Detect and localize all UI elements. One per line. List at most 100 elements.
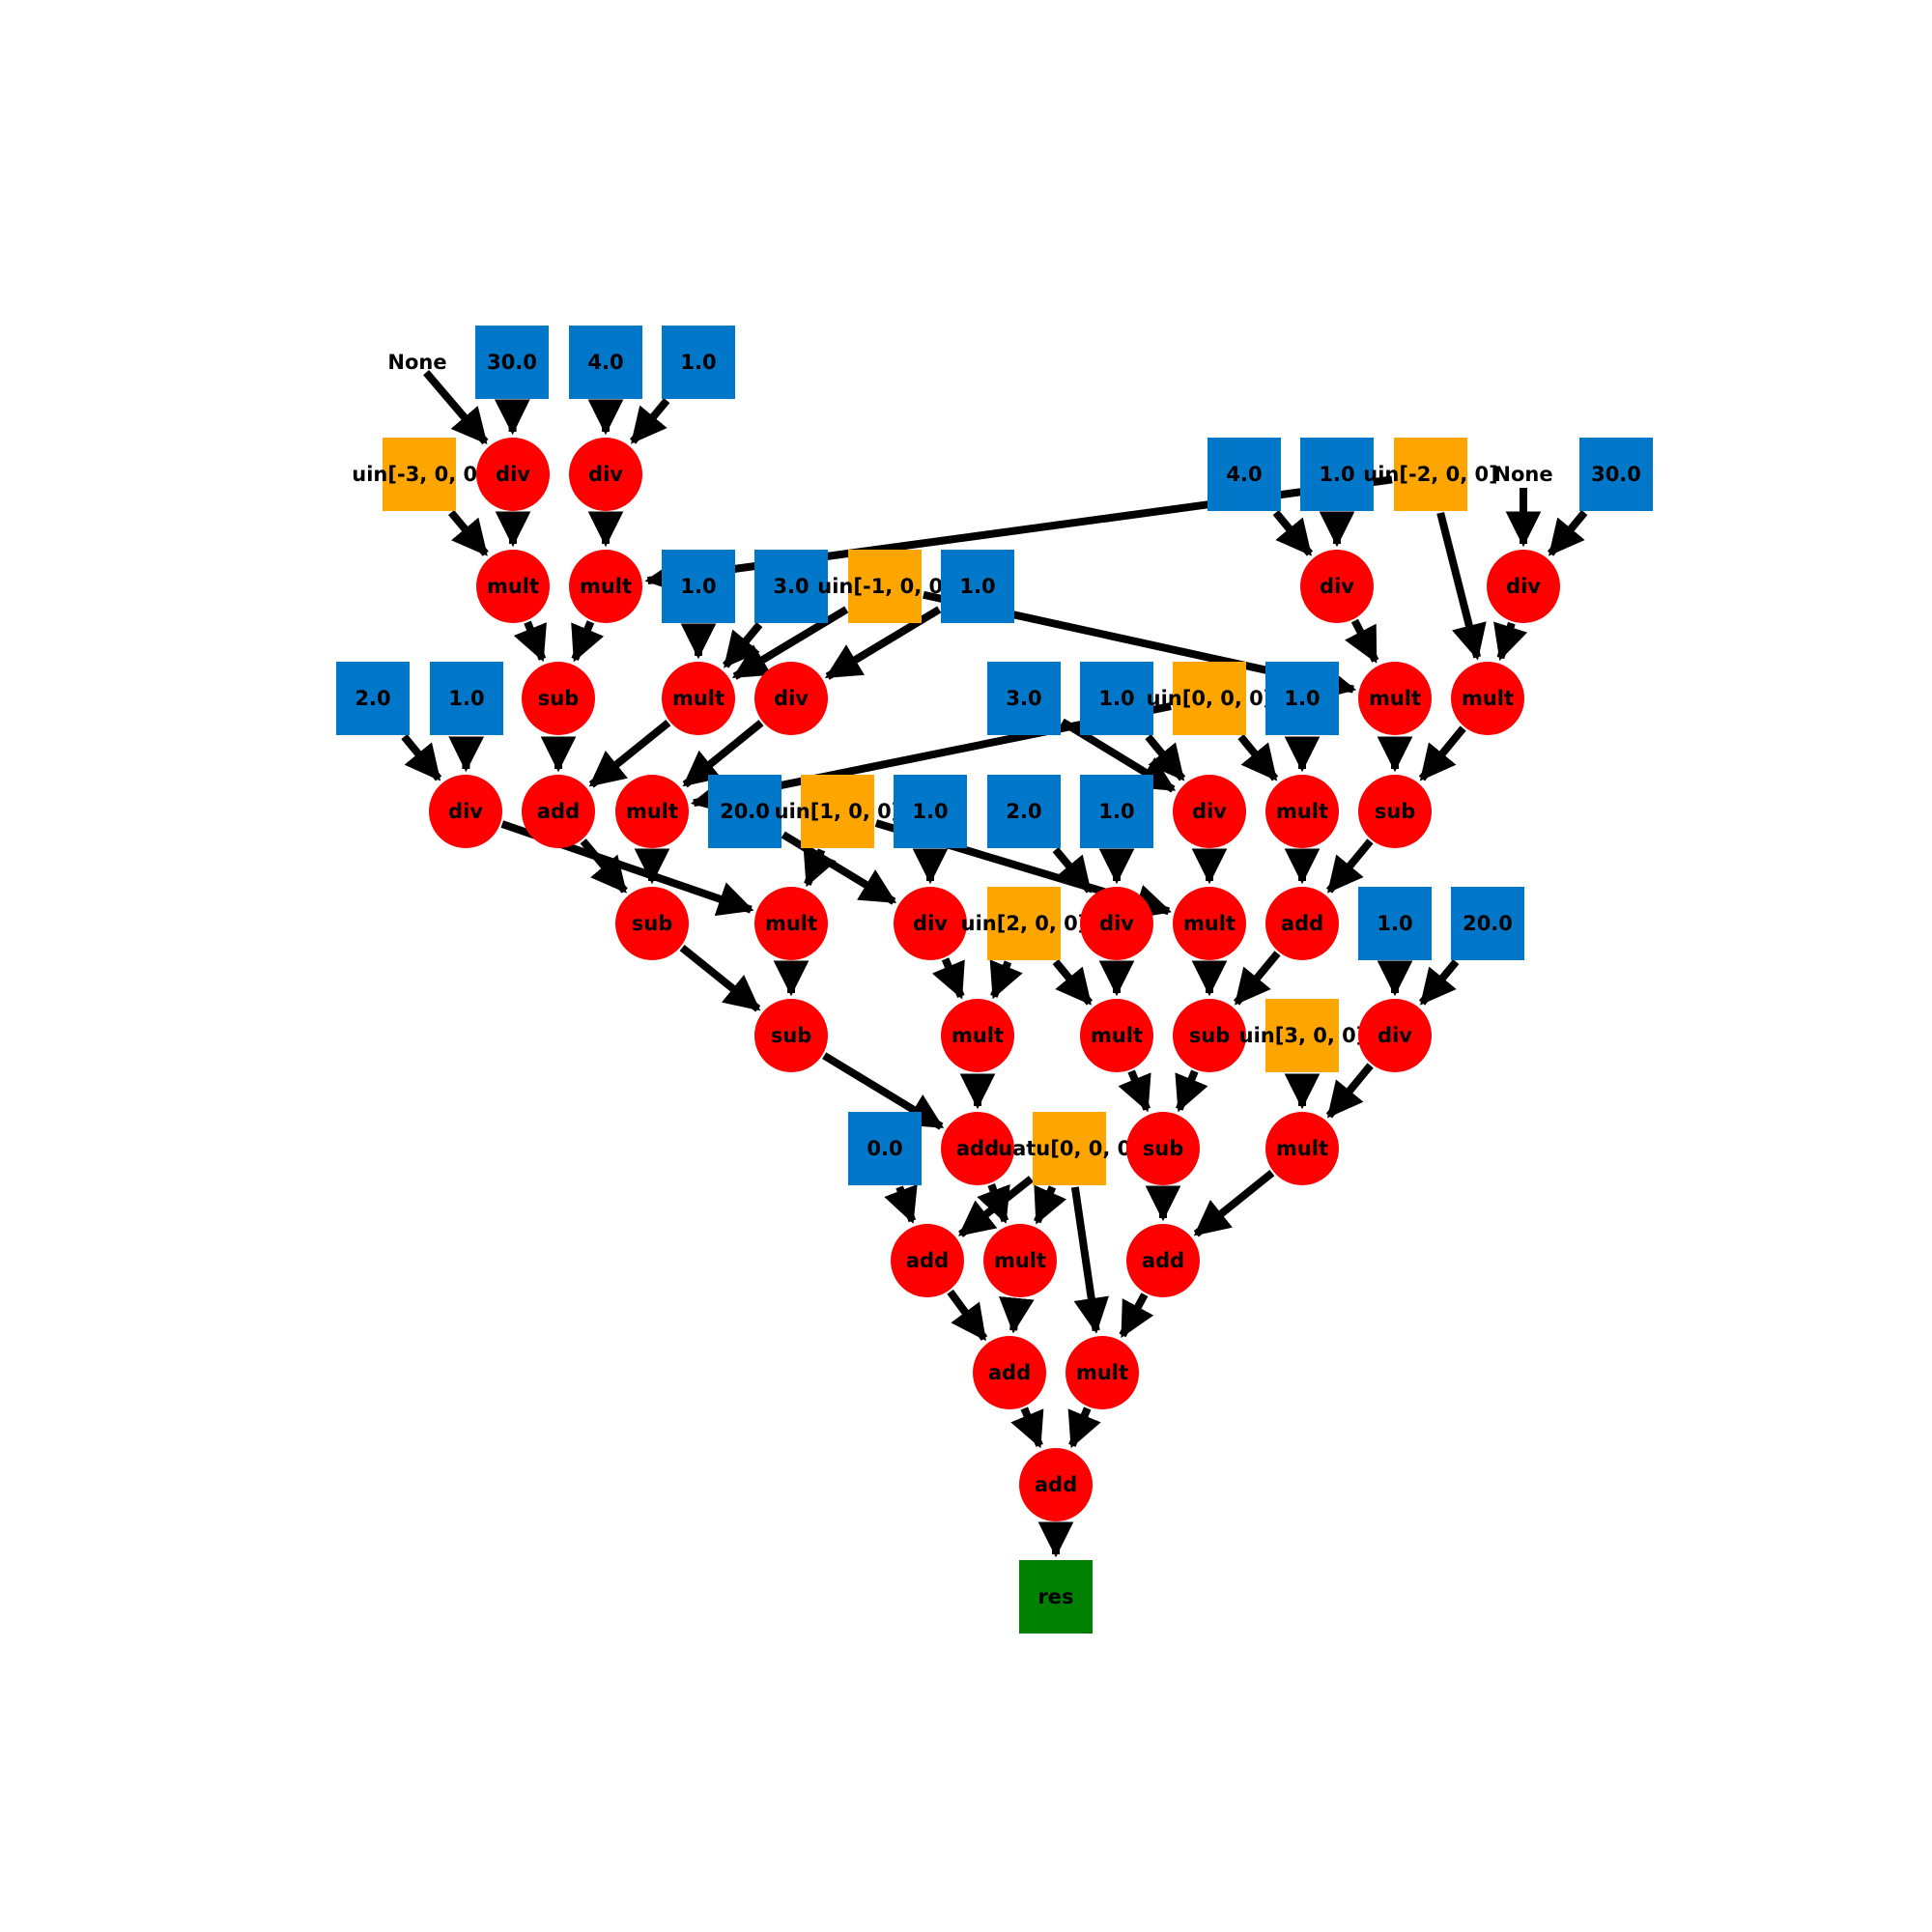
edge-c2a-to-div6 [401, 734, 442, 781]
op-node-shape [1265, 1112, 1339, 1185]
edge-uinm1-to-mult3 [731, 606, 849, 680]
node-op-add6: add [973, 1336, 1046, 1409]
const-node-shape [987, 662, 1061, 735]
op-node-shape [476, 438, 550, 511]
op-node-shape [941, 999, 1014, 1072]
node-op-div1: div [476, 438, 550, 511]
node-label: add [537, 800, 580, 823]
op-node-shape [1065, 1336, 1139, 1409]
edge-div10-to-mult12 [1325, 1063, 1374, 1119]
node-label: sub [771, 1024, 811, 1047]
op-node-shape [615, 775, 689, 848]
edge-none1-to-div1 [423, 370, 489, 445]
node-label: div [1506, 575, 1541, 598]
op-node-shape [569, 438, 642, 511]
node-const-c3b: 3.0 [987, 662, 1061, 735]
node-op-mult12: mult [1265, 1112, 1339, 1185]
edge-add1-to-sub3 [580, 838, 628, 894]
node-label: sub [632, 912, 672, 935]
const-node-shape [430, 662, 503, 735]
node-op-div5: div [754, 662, 828, 735]
input-node-shape [1265, 999, 1339, 1072]
node-op-sub6: sub [1126, 1112, 1200, 1185]
node-label: add [1035, 1473, 1077, 1496]
const-node-shape [1080, 775, 1153, 848]
node-label: 1.0 [959, 575, 995, 598]
edge-sub5-to-sub6 [1175, 1069, 1208, 1113]
node-label: mult [994, 1249, 1046, 1272]
input-node-shape [987, 887, 1061, 960]
node-label: mult [1183, 912, 1236, 935]
node-const-c1b: 1.0 [1300, 438, 1374, 511]
op-node-shape [1300, 550, 1374, 623]
edge-uin2-to-mult10 [989, 959, 1023, 1000]
node-label: mult [952, 1024, 1004, 1047]
op-node-shape [1173, 887, 1246, 960]
edge-mult3-to-add1 [588, 720, 671, 788]
op-node-shape [1265, 775, 1339, 848]
op-node-shape [1126, 1112, 1200, 1185]
node-label: 2.0 [1006, 800, 1041, 823]
op-node-shape [569, 550, 642, 623]
edge-uatu-to-mult13 [1034, 1184, 1067, 1225]
op-node-shape [1358, 999, 1432, 1072]
op-node-shape [1487, 550, 1560, 623]
node-op-div10: div [1358, 999, 1432, 1072]
node-const-c1c: 1.0 [662, 550, 735, 623]
node-op-div4: div [1487, 550, 1560, 623]
edge-add6-to-add7 [1010, 1406, 1044, 1449]
input-node-shape [1173, 662, 1246, 735]
op-node-shape [429, 775, 502, 848]
edge-mult13-to-add6 [999, 1296, 1035, 1334]
node-const-c1e: 1.0 [430, 662, 503, 735]
node-const-c1j: 1.0 [1358, 887, 1432, 960]
node-label: 1.0 [680, 575, 716, 598]
node-op-mult11: mult [1080, 999, 1153, 1072]
op-node-shape [1358, 775, 1432, 848]
op-node-shape [1080, 887, 1153, 960]
edge-mult5-to-sub2 [1418, 725, 1466, 781]
edge-add4-to-add6 [947, 1289, 988, 1342]
node-label: mult [1091, 1024, 1143, 1047]
const-node-shape [662, 326, 735, 399]
node-label: add [956, 1137, 999, 1160]
edge-add3-to-mult13 [977, 1182, 1010, 1224]
node-op-mult2: mult [569, 550, 642, 623]
edge-uatu-to-mult14 [1070, 1186, 1109, 1334]
node-label: 30.0 [1591, 463, 1641, 486]
node-label: 3.0 [773, 575, 809, 598]
op-node-shape [1358, 662, 1432, 735]
node-op-sub2: sub [1358, 775, 1432, 848]
edge-uin2-to-mult11 [1052, 958, 1094, 1006]
const-node-shape [708, 775, 781, 848]
node-op-sub4: sub [754, 999, 828, 1072]
node-input-uatu: uatu[0, 0, 0] [998, 1112, 1141, 1185]
node-label: 1.0 [912, 800, 948, 823]
node-label: mult [626, 800, 678, 823]
edge-mult1-to-sub1 [513, 620, 547, 663]
node-op-mult8: mult [754, 887, 828, 960]
edge-c1a-to-div2 [629, 397, 670, 444]
node-label: div [588, 463, 623, 486]
input-node-shape [1394, 438, 1467, 511]
node-input-uinm1: uin[-1, 0, 0] [817, 550, 952, 623]
op-node-shape [522, 662, 595, 735]
const-node-shape [1265, 662, 1339, 735]
edge-mult14-to-add7 [1067, 1406, 1101, 1449]
node-op-mult4: mult [1358, 662, 1432, 735]
node-label: 20.0 [720, 800, 770, 823]
node-label: None [1493, 463, 1552, 486]
node-label: div [774, 687, 809, 710]
edge-c20b-to-div10 [1418, 958, 1460, 1006]
node-input-uin2: uin[2, 0, 0] [961, 887, 1087, 960]
node-label: 1.0 [1377, 912, 1412, 935]
node-label: mult [1076, 1361, 1128, 1384]
node-input-uin0: uin[0, 0, 0] [1147, 662, 1272, 735]
node-op-mult10: mult [941, 999, 1014, 1072]
op-node-shape [754, 999, 828, 1072]
op-node-shape [754, 662, 828, 735]
const-node-shape [1579, 438, 1653, 511]
edge-div4-to-mult5 [1493, 621, 1528, 662]
edge-c30b-to-div4 [1547, 509, 1588, 556]
